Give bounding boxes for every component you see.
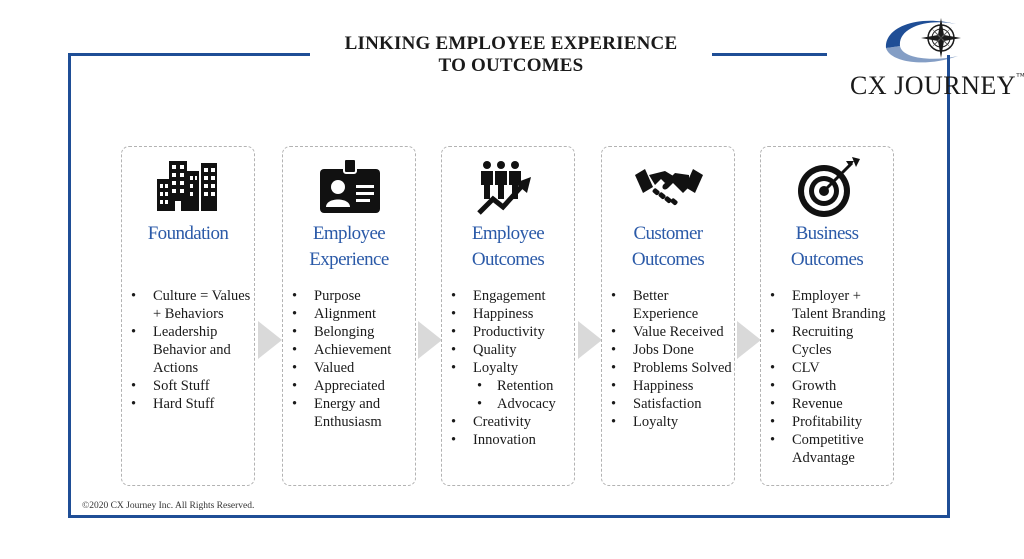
title-line-2: TO OUTCOMES (438, 55, 584, 76)
card-business-outcomes: Business Outcomes Employer + Talent Bran… (760, 146, 894, 486)
list-item: Loyalty (448, 359, 572, 377)
card-heading-line2: Outcomes (471, 249, 545, 270)
flow-arrow-2 (418, 321, 442, 359)
card-heading: Business Outcomes (761, 221, 893, 273)
list-item: Happiness (608, 377, 732, 395)
card-heading: Customer Outcomes (602, 221, 734, 273)
copyright-notice: ©2020 CX Journey Inc. All Rights Reserve… (82, 501, 255, 511)
buildings-icon (157, 161, 217, 211)
card-heading-line1: Business (795, 223, 859, 244)
card-heading-line2: Outcomes (631, 249, 705, 270)
list-item: Revenue (767, 395, 891, 413)
list-item: Innovation (448, 431, 572, 449)
logo-text: CX JOURNEY (850, 71, 1017, 100)
card-employee-experience: Employee Experience Purpose Alignment Be… (282, 146, 416, 486)
card-employee-outcomes: Employee Outcomes Engagement Happiness P… (441, 146, 575, 486)
list-item: Culture = Values + Behaviors (128, 287, 252, 323)
list-subitem: Retention (448, 377, 572, 395)
id-badge-icon (320, 158, 380, 213)
list-item: Jobs Done (608, 341, 732, 359)
list-subitem: Advocacy (448, 395, 572, 413)
list-item: Profitability (767, 413, 891, 431)
card-customer-outcomes: Customer Outcomes Better Experience Valu… (601, 146, 735, 486)
list-item: Achievement (289, 341, 413, 359)
list-item: Satisfaction (608, 395, 732, 413)
card-item-list: Better Experience Value Received Jobs Do… (608, 287, 732, 431)
list-item: Leadership Behavior and Actions (128, 323, 252, 377)
company-logo: CX JOURNEY™ (846, 10, 1024, 100)
list-item: CLV (767, 359, 891, 377)
card-foundation: Foundation Culture = Values + Behaviors … (121, 146, 255, 486)
card-heading-line2: Outcomes (790, 249, 864, 270)
diagram-title: LINKING EMPLOYEE EXPERIENCE TO OUTCOMES (310, 33, 712, 77)
card-heading: Foundation (122, 221, 254, 247)
compass-swoosh-icon (885, 18, 961, 63)
flow-arrow-4 (737, 321, 761, 359)
list-item: Appreciated (289, 377, 413, 395)
people-growth-icon (477, 161, 531, 215)
diagram-frame (68, 55, 950, 518)
card-item-list: Employer + Talent Branding Recruiting Cy… (767, 287, 891, 467)
list-item: Soft Stuff (128, 377, 252, 395)
card-item-list: Engagement Happiness Productivity Qualit… (448, 287, 572, 449)
list-item: Creativity (448, 413, 572, 431)
target-icon (798, 157, 860, 217)
list-item: Purpose (289, 287, 413, 305)
list-item: Happiness (448, 305, 572, 323)
card-heading-line1: Foundation (147, 223, 229, 244)
card-heading: Employee Outcomes (442, 221, 574, 273)
list-item: Value Received (608, 323, 732, 341)
list-item: Alignment (289, 305, 413, 323)
logo-wordmark: CX JOURNEY™ (850, 71, 1024, 101)
list-item: Valued (289, 359, 413, 377)
card-heading-line1: Customer (633, 223, 703, 244)
list-item: Recruiting Cycles (767, 323, 891, 359)
flow-arrow-3 (578, 321, 602, 359)
list-item: Quality (448, 341, 572, 359)
card-item-list: Purpose Alignment Belonging Achievement … (289, 287, 413, 431)
card-item-list: Culture = Values + Behaviors Leadership … (128, 287, 252, 413)
list-item: Growth (767, 377, 891, 395)
card-heading-line2: Experience (309, 249, 389, 270)
frame-top-right-line (712, 53, 827, 56)
list-item: Problems Solved (608, 359, 732, 377)
list-item: Productivity (448, 323, 572, 341)
list-item: Competitive Advantage (767, 431, 891, 467)
frame-top-left-line (68, 53, 310, 56)
list-item: Better Experience (608, 287, 732, 323)
handshake-icon (635, 169, 703, 206)
list-item: Employer + Talent Branding (767, 287, 891, 323)
card-heading-line1: Employee (312, 223, 386, 244)
list-item: Engagement (448, 287, 572, 305)
list-item: Belonging (289, 323, 413, 341)
logo-trademark: ™ (1016, 71, 1024, 81)
list-item: Loyalty (608, 413, 732, 431)
list-item: Energy and Enthusiasm (289, 395, 413, 431)
flow-arrow-1 (258, 321, 282, 359)
card-heading: Employee Experience (283, 221, 415, 273)
list-item: Hard Stuff (128, 395, 252, 413)
card-heading-line1: Employee (471, 223, 545, 244)
title-line-1: LINKING EMPLOYEE EXPERIENCE (344, 33, 678, 54)
